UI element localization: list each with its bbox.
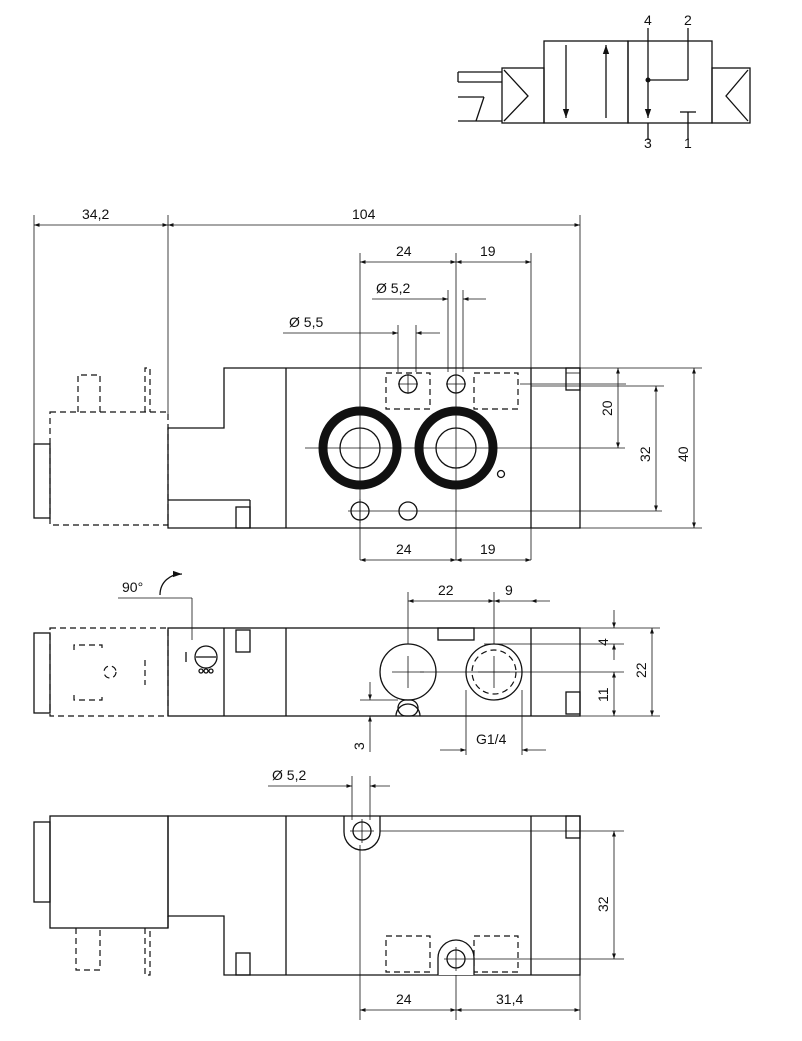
dim-dia-5-2: Ø 5,2: [376, 280, 410, 296]
port-label-2: 2: [684, 12, 692, 28]
dim-4: 4: [595, 638, 611, 646]
dim-32-bottom: 32: [595, 896, 611, 912]
dim-22-vertical: 22: [633, 662, 649, 678]
dim-11: 11: [595, 687, 611, 702]
port-label-1: 1: [684, 135, 692, 151]
top-view: 34,2 104 24 19 Ø 5,2 Ø 5,5: [33, 206, 702, 562]
dim-31-4: 31,4: [496, 991, 523, 1007]
dim-9: 9: [505, 582, 513, 598]
dim-24-bottom: 24: [396, 541, 412, 557]
dim-dia-bottom: Ø 5,2: [272, 767, 306, 783]
dim-20: 20: [599, 400, 615, 416]
dim-19-top: 19: [480, 243, 496, 259]
dim-24-top: 24: [396, 243, 412, 259]
side-view: 90°: [33, 570, 660, 755]
valve-symbol: 4 2 3 1: [457, 12, 751, 151]
dim-24-base: 24: [396, 991, 412, 1007]
port-label-4: 4: [644, 12, 652, 28]
port-label-3: 3: [644, 135, 652, 151]
dim-dia-5-5: Ø 5,5: [289, 314, 323, 330]
dim-40: 40: [675, 446, 691, 462]
dim-32-top: 32: [637, 446, 653, 462]
dim-104: 104: [352, 206, 376, 222]
rotation-label: 90°: [122, 579, 143, 595]
bottom-view: Ø 5,2 32 24: [33, 767, 624, 1020]
dim-22-horizontal: 22: [438, 582, 454, 598]
thread-label: G1/4: [476, 731, 507, 747]
dim-3: 3: [351, 742, 367, 750]
dim-34-2: 34,2: [82, 206, 109, 222]
dim-19-bottom: 19: [480, 541, 496, 557]
